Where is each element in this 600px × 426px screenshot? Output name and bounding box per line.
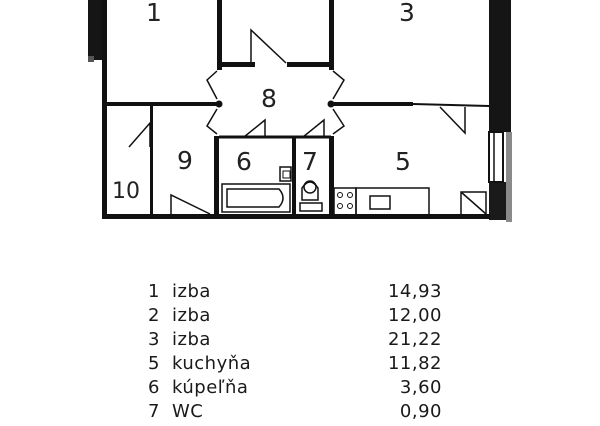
door-2 — [250, 28, 287, 64]
toilet-icon — [299, 180, 323, 212]
room-area-legend: 1 izba 14,93 2 izba 12,00 3 izba 21,22 5 kuc… — [148, 280, 448, 424]
room-name: izba — [172, 281, 211, 302]
room-number: 5 — [148, 353, 160, 374]
legend-row: 7 WC 0,90 — [148, 400, 448, 424]
left-wall — [102, 0, 107, 218]
room-number: 2 — [148, 305, 160, 326]
room-label-5: 5 — [395, 147, 411, 176]
stove-icon — [333, 187, 357, 217]
window — [488, 131, 504, 183]
room-number: 1 — [148, 281, 160, 302]
room-name: WC — [172, 401, 204, 422]
room-label-7: 7 — [302, 147, 318, 176]
right-exterior-wall — [489, 0, 511, 132]
bottom-wall — [102, 214, 490, 219]
room-area: 12,00 — [387, 305, 442, 326]
sink-icon — [279, 166, 292, 182]
room-label-9: 9 — [177, 146, 193, 175]
legend-row: 3 izba 21,22 — [148, 328, 448, 352]
legend-row: 5 kuchyňa 11,82 — [148, 352, 448, 376]
room-area: 0,90 — [399, 401, 442, 422]
kitchen-counter — [355, 187, 430, 217]
room-label-10: 10 — [112, 179, 140, 204]
legend-row: 2 izba 12,00 — [148, 304, 448, 328]
room-name: izba — [172, 305, 211, 326]
room-area: 11,82 — [387, 353, 442, 374]
room-area: 3,60 — [399, 377, 442, 398]
room-number: 3 — [148, 329, 160, 350]
room-number: 6 — [148, 377, 160, 398]
room-name: kuchyňa — [172, 353, 252, 374]
room-label-1: 1 — [146, 0, 162, 27]
room-label-3: 3 — [399, 0, 415, 27]
left-exterior-wall — [88, 0, 104, 60]
legend-row: 6 kúpeľňa 3,60 — [148, 376, 448, 400]
room-label-6: 6 — [236, 147, 252, 176]
room-number: 7 — [148, 401, 160, 422]
room-area: 21,22 — [387, 329, 442, 350]
bathtub-icon — [221, 183, 291, 213]
room-label-8: 8 — [261, 84, 277, 113]
legend-row: 1 izba 14,93 — [148, 280, 448, 304]
room-name: kúpeľňa — [172, 377, 249, 398]
kitchen-sink-icon — [369, 195, 391, 210]
room-area: 14,93 — [387, 281, 442, 302]
room-name: izba — [172, 329, 211, 350]
floor-plan: 1 3 5 6 7 8 9 10 — [88, 0, 512, 222]
